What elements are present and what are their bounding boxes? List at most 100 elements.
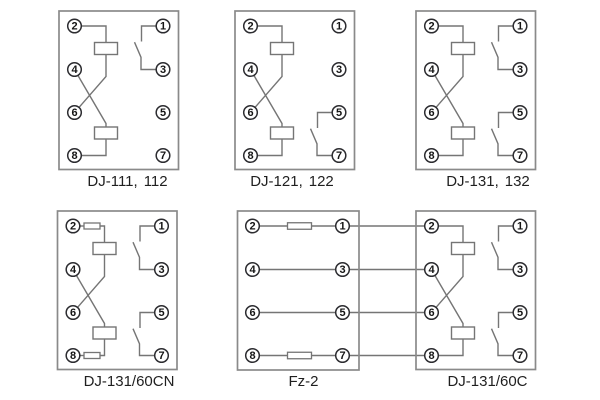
terminal-circle (512, 147, 528, 164)
terminal-circle (242, 104, 259, 121)
terminal-number: 7 (339, 350, 345, 362)
terminal-number: 5 (336, 107, 342, 119)
terminal-circle (65, 261, 81, 278)
terminal-1: 1 (512, 218, 528, 234)
terminal-number: 2 (70, 220, 76, 232)
terminal-1: 1 (331, 18, 347, 34)
terminal-circle (512, 261, 528, 278)
terminal-circle (66, 104, 83, 121)
terminal-circle (65, 218, 81, 234)
coil (450, 326, 476, 340)
terminal-number: 5 (160, 107, 166, 119)
terminal-2: 2 (66, 18, 83, 34)
terminal-number: 6 (71, 107, 77, 119)
terminal-circle (331, 61, 347, 78)
terminal-7: 7 (153, 347, 170, 364)
terminal-number: 3 (336, 64, 342, 76)
terminal-number: 4 (70, 264, 77, 276)
terminal-circle (423, 18, 440, 34)
terminal-number: 4 (249, 264, 256, 276)
terminal-number: 7 (158, 350, 164, 362)
terminal-number: 1 (517, 20, 523, 32)
terminal-number: 1 (339, 220, 345, 232)
resistor (286, 222, 313, 230)
terminal-5: 5 (512, 304, 528, 321)
terminal-number: 2 (71, 20, 77, 32)
terminal-circle (65, 347, 81, 364)
terminal-circle (242, 61, 259, 78)
diagram-label: Fz-2 (289, 373, 319, 390)
contact-blade (309, 128, 333, 157)
wire-to-coil1 (81, 25, 107, 43)
coil (92, 326, 117, 340)
coil (93, 126, 119, 140)
diagram-label: DJ-111,112 (87, 173, 167, 190)
terminal-circle (512, 61, 528, 78)
relay-case-outline (415, 10, 537, 171)
wire-coil2-to-8 (257, 139, 283, 157)
terminal-4: 4 (242, 61, 259, 78)
coil (93, 41, 119, 56)
wire-coil2-down (100, 339, 106, 357)
terminal-circle (66, 147, 83, 164)
terminal-1: 1 (334, 218, 351, 234)
terminal-number: 6 (428, 307, 434, 319)
terminal-3: 3 (512, 61, 528, 78)
terminal-circle (423, 304, 440, 321)
terminal-number: 4 (428, 64, 435, 76)
terminal-circle (334, 347, 351, 364)
wire-coil2-to-8 (438, 339, 464, 357)
terminal-number: 5 (517, 307, 523, 319)
wire-4-to-coil2 (434, 75, 464, 127)
terminal-circle (244, 304, 261, 321)
terminal-number: 3 (517, 264, 523, 276)
terminal-number: 6 (249, 307, 255, 319)
no-contact (490, 111, 514, 157)
wire-to-coil1 (257, 25, 283, 43)
terminal-5: 5 (155, 104, 171, 121)
terminal-5: 5 (512, 104, 528, 121)
terminal-5: 5 (331, 104, 347, 121)
block-case-outline (236, 210, 360, 371)
terminal-circle (242, 18, 259, 34)
contact-fixed-lead (497, 25, 514, 42)
contact-fixed-lead (316, 111, 333, 128)
terminal-4: 4 (65, 261, 81, 278)
terminal-circle (331, 147, 347, 164)
terminal-circle (244, 261, 261, 278)
terminal-circle (153, 347, 170, 364)
terminal-circle (155, 18, 171, 34)
wire-coil1-to-6 (435, 54, 464, 108)
terminal-number: 4 (428, 264, 435, 276)
wire-coil1-to-6 (78, 54, 107, 108)
terminal-7: 7 (512, 147, 528, 164)
terminal-circle (423, 147, 440, 164)
terminal-circle (512, 304, 528, 321)
no-contact (132, 311, 155, 357)
terminal-8: 8 (242, 147, 259, 164)
terminal-3: 3 (334, 261, 351, 278)
terminal-number: 7 (336, 150, 342, 162)
terminal-circle (512, 104, 528, 121)
terminal-circle (334, 261, 351, 278)
terminal-8: 8 (244, 347, 261, 364)
terminal-number: 8 (70, 350, 76, 362)
terminal-number: 8 (249, 350, 255, 362)
terminal-3: 3 (155, 61, 171, 78)
wire-to-coil1 (438, 25, 464, 43)
wire-to-coil1 (100, 225, 106, 243)
resistor (83, 222, 101, 230)
terminal-number: 6 (428, 107, 434, 119)
terminal-circle (423, 218, 440, 234)
terminal-number: 3 (339, 264, 345, 276)
terminal-6: 6 (65, 304, 81, 321)
terminal-circle (242, 147, 259, 164)
contact-fixed-lead (139, 225, 155, 242)
contact-blade (490, 328, 514, 357)
diagram-label: DJ-131/60C (447, 373, 527, 390)
terminal-number: 7 (517, 350, 523, 362)
